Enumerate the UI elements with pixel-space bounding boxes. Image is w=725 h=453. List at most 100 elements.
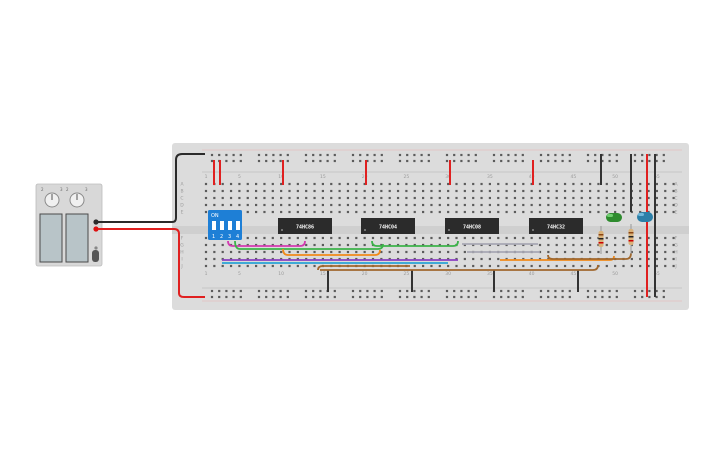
breadboard-hole[interactable] [263,203,266,207]
breadboard-hole[interactable] [605,182,608,186]
breadboard-hole[interactable] [406,289,409,293]
breadboard-hole[interactable] [366,159,369,163]
breadboard-hole[interactable] [563,189,567,193]
breadboard-hole[interactable] [366,153,369,157]
breadboard-hole[interactable] [538,189,542,193]
breadboard-hole[interactable] [321,243,324,247]
breadboard-hole[interactable] [388,236,391,240]
breadboard-hole[interactable] [514,153,517,157]
breadboard-hole[interactable] [359,159,362,163]
breadboard-hole[interactable] [586,153,590,157]
breadboard-hole[interactable] [622,203,625,207]
breadboard-hole[interactable] [313,264,316,268]
breadboard-hole[interactable] [488,236,491,240]
breadboard-hole[interactable] [355,189,358,193]
breadboard-hole[interactable] [655,236,658,240]
chip-74hc32[interactable]: 74HC32 [529,218,583,234]
breadboard-hole[interactable] [601,289,604,293]
breadboard-hole[interactable] [363,182,366,186]
breadboard-hole[interactable] [355,182,358,186]
breadboard-hole[interactable] [438,257,441,261]
breadboard-hole[interactable] [255,189,258,193]
breadboard-hole[interactable] [396,243,400,247]
breadboard-hole[interactable] [455,196,458,200]
supply-wire-black[interactable] [98,153,205,223]
breadboard-hole[interactable] [586,159,590,163]
breadboard-hole[interactable] [427,153,430,157]
breadboard-hole[interactable] [221,264,224,268]
breadboard-hole[interactable] [455,189,458,193]
breadboard-hole[interactable] [615,289,618,293]
breadboard-hole[interactable] [338,203,341,207]
breadboard-hole[interactable] [246,189,249,193]
breadboard-hole[interactable] [305,250,308,254]
breadboard-hole[interactable] [396,196,400,200]
breadboard-hole[interactable] [474,159,477,163]
breadboard-hole[interactable] [271,189,274,193]
breadboard-hole[interactable] [554,153,557,157]
breadboard-hole[interactable] [413,257,416,261]
breadboard-hole[interactable] [221,196,224,200]
breadboard-hole[interactable] [312,153,315,157]
breadboard-hole[interactable] [492,295,496,299]
breadboard-hole[interactable] [572,189,575,193]
breadboard-hole[interactable] [547,295,550,299]
breadboard-hole[interactable] [413,203,416,207]
breadboard-hole[interactable] [271,182,274,186]
breadboard-hole[interactable] [500,153,503,157]
breadboard-hole[interactable] [447,189,450,193]
breadboard-hole[interactable] [330,236,333,240]
breadboard-hole[interactable] [363,203,366,207]
breadboard-hole[interactable] [662,289,665,293]
breadboard-hole[interactable] [312,159,315,163]
breadboard-hole[interactable] [500,289,503,293]
breadboard-hole[interactable] [438,243,441,247]
breadboard-hole[interactable] [438,210,441,214]
breadboard-hole[interactable] [488,243,491,247]
breadboard-hole[interactable] [601,295,604,299]
breadboard-hole[interactable] [238,196,241,200]
breadboard-hole[interactable] [430,250,433,254]
breadboard-hole[interactable] [664,250,667,254]
breadboard-hole[interactable] [225,153,228,157]
breadboard-hole[interactable] [413,153,416,157]
breadboard-hole[interactable] [288,203,291,207]
breadboard-hole[interactable] [647,236,650,240]
breadboard-hole[interactable] [563,243,567,247]
breadboard-hole[interactable] [497,189,500,193]
breadboard-hole[interactable] [530,189,533,193]
breadboard-hole[interactable] [633,153,637,157]
breadboard-hole[interactable] [427,159,430,163]
breadboard-hole[interactable] [572,203,575,207]
breadboard-hole[interactable] [572,236,575,240]
breadboard-hole[interactable] [288,250,291,254]
breadboard-hole[interactable] [513,203,517,207]
breadboard-hole[interactable] [672,257,675,261]
breadboard-hole[interactable] [472,264,475,268]
breadboard-hole[interactable] [647,257,650,261]
breadboard-hole[interactable] [388,203,391,207]
breadboard-hole[interactable] [430,203,433,207]
breadboard-hole[interactable] [505,257,508,261]
breadboard-hole[interactable] [605,264,608,268]
breadboard-hole[interactable] [455,210,458,214]
resistor-2[interactable] [628,224,634,254]
breadboard-hole[interactable] [355,203,358,207]
breadboard-hole[interactable] [445,295,449,299]
breadboard-hole[interactable] [304,289,308,293]
breadboard-hole[interactable] [338,210,341,214]
breadboard-hole[interactable] [648,153,651,157]
breadboard-hole[interactable] [279,159,282,163]
breadboard-hole[interactable] [422,257,425,261]
breadboard-hole[interactable] [664,196,667,200]
breadboard-hole[interactable] [319,159,322,163]
breadboard-hole[interactable] [257,295,261,299]
breadboard-hole[interactable] [229,257,233,261]
breadboard-hole[interactable] [338,196,341,200]
breadboard-hole[interactable] [430,243,433,247]
breadboard-hole[interactable] [615,159,618,163]
breadboard-hole[interactable] [271,210,274,214]
breadboard-hole[interactable] [218,153,221,157]
breadboard-hole[interactable] [547,257,550,261]
breadboard-hole[interactable] [296,203,299,207]
